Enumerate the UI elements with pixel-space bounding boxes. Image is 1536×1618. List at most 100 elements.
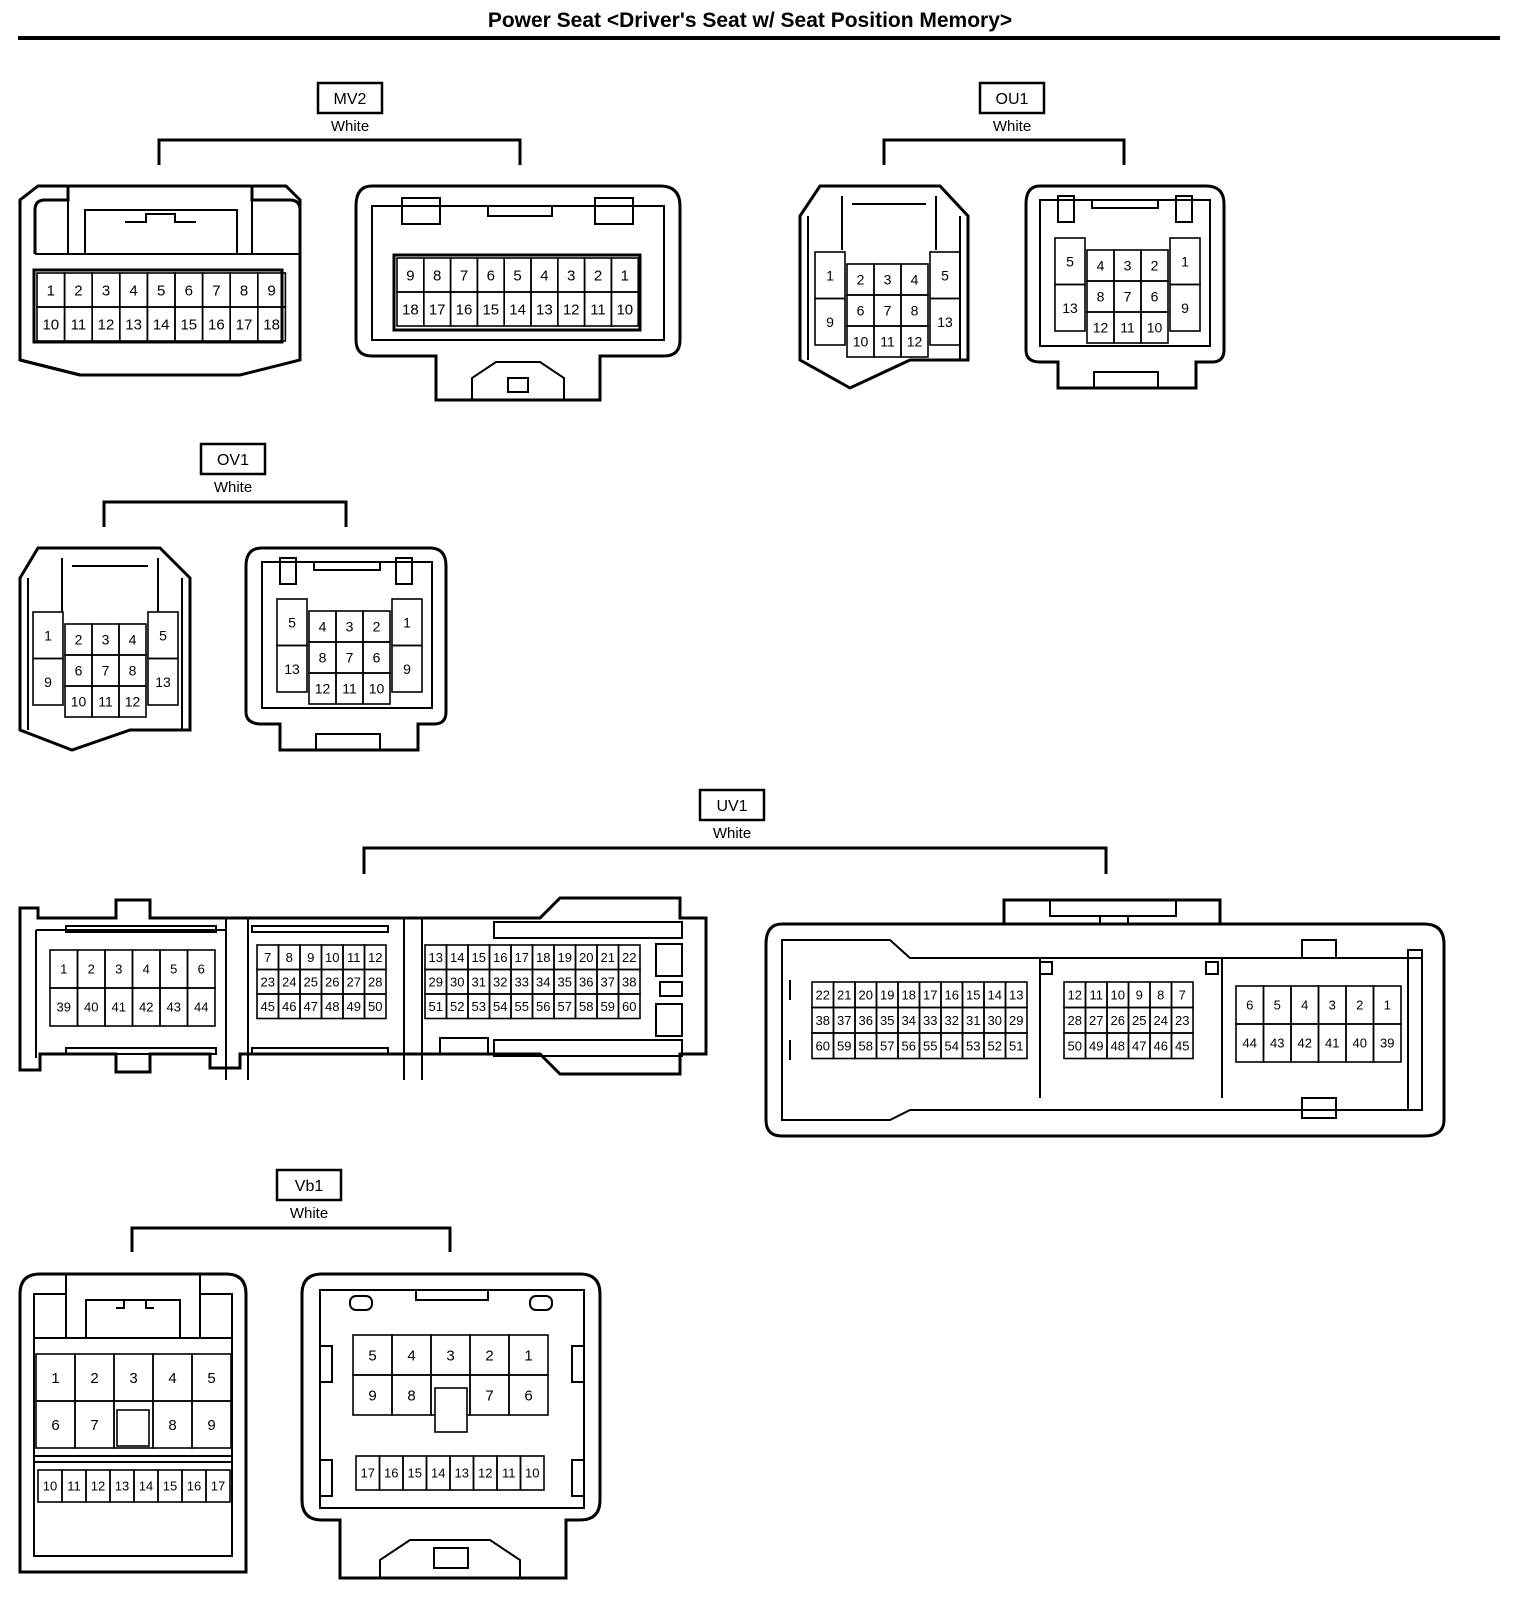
pin-number: 10 — [525, 1466, 539, 1481]
pin-number: 7 — [90, 1417, 98, 1434]
pin-number: 18 — [536, 950, 550, 965]
pin-number: 12 — [907, 334, 923, 350]
pin-number: 16 — [456, 301, 473, 318]
pin-number: 4 — [143, 962, 150, 977]
pin-number: 18 — [263, 316, 280, 333]
pin-number: 7 — [485, 1387, 493, 1404]
pin-number: 37 — [601, 974, 615, 989]
pin-number: 32 — [945, 1013, 959, 1028]
pin-number: 8 — [240, 282, 248, 299]
pin-number: 11 — [342, 681, 357, 697]
pin-number: 12 — [315, 681, 331, 697]
pin-cell — [1170, 1032, 1194, 1060]
pin-number: 4 — [1097, 258, 1105, 274]
pin-number: 2 — [90, 1370, 98, 1387]
pin-number: 2 — [373, 619, 381, 635]
pin-number: 57 — [558, 999, 572, 1014]
connector-code: OV1 — [217, 452, 249, 469]
pin-cell — [1004, 1032, 1028, 1060]
connector-code-box — [316, 81, 384, 115]
pin-number: 11 — [98, 694, 113, 710]
pin-number: 5 — [368, 1347, 376, 1364]
pin-number: 9 — [403, 661, 411, 677]
pin-number: 8 — [1097, 289, 1105, 305]
pin-number: 12 — [98, 316, 115, 333]
page-title: Power Seat <Driver's Seat w/ Seat Positi… — [487, 9, 1013, 32]
pin-number: 17 — [923, 987, 937, 1002]
pin-number: 30 — [988, 1013, 1002, 1028]
pin-number: 1 — [524, 1347, 532, 1364]
pin-number: 1 — [1384, 998, 1391, 1013]
pin-number: 15 — [472, 950, 486, 965]
pin-number: 58 — [579, 999, 593, 1014]
pin-number: 24 — [282, 974, 296, 989]
pin-number: 25 — [1132, 1013, 1146, 1028]
pin-number: 13 — [937, 314, 953, 330]
pin-cell — [1372, 1023, 1402, 1063]
pin-number: 45 — [261, 999, 275, 1014]
pin-number: 3 — [567, 267, 575, 284]
pin-number: 6 — [1246, 998, 1253, 1013]
pin-number: 53 — [966, 1038, 980, 1053]
pin-number: 6 — [1151, 289, 1159, 305]
pin-number: 12 — [1068, 987, 1082, 1002]
pin-number: 25 — [304, 974, 318, 989]
pin-number: 23 — [1175, 1013, 1189, 1028]
pin-number: 2 — [88, 962, 95, 977]
connector-code-box — [698, 788, 766, 822]
pin-number: 5 — [170, 962, 177, 977]
pin-number: 10 — [43, 1479, 57, 1494]
pin-number: 13 — [429, 950, 443, 965]
pin-number: 3 — [102, 632, 110, 648]
pin-number: 40 — [84, 1000, 98, 1015]
pin-number: 13 — [284, 661, 300, 677]
pin-number: 8 — [319, 650, 327, 666]
pin-number: 55 — [515, 999, 529, 1014]
pin-number: 20 — [579, 950, 593, 965]
pin-number: 10 — [369, 681, 385, 697]
pin-number: 12 — [1093, 320, 1109, 336]
pin-cell — [391, 644, 423, 693]
connector-housing-left — [18, 1272, 248, 1574]
pin-number: 9 — [406, 267, 414, 284]
pin-number: 1 — [1181, 253, 1189, 269]
connector-color: White — [713, 825, 751, 842]
pin-number: 59 — [601, 999, 615, 1014]
pin-number: 33 — [923, 1013, 937, 1028]
pin-number: 2 — [485, 1347, 493, 1364]
pin-number: 38 — [816, 1013, 830, 1028]
pin-number: 8 — [433, 267, 441, 284]
pin-number: 10 — [1147, 320, 1163, 336]
pin-number: 9 — [826, 314, 834, 330]
pin-number: 11 — [590, 301, 606, 318]
pin-number: 53 — [472, 999, 486, 1014]
pin-number: 3 — [1329, 998, 1336, 1013]
pin-number: 4 — [319, 619, 327, 635]
pin-number: 35 — [558, 974, 572, 989]
pin-number: 16 — [187, 1479, 201, 1494]
pin-number: 28 — [1068, 1013, 1082, 1028]
bracket — [102, 500, 348, 527]
pin-number: 10 — [71, 694, 87, 710]
connector-code-box — [978, 81, 1046, 115]
pin-number: 54 — [493, 999, 507, 1014]
pin-number: 60 — [816, 1038, 830, 1053]
pin-number: 4 — [407, 1347, 415, 1364]
connector-code: UV1 — [716, 798, 747, 815]
title-rule — [18, 36, 1500, 40]
pin-number: 5 — [513, 267, 521, 284]
pin-number: 3 — [115, 962, 122, 977]
pin-number: 3 — [446, 1347, 454, 1364]
pin-number: 2 — [1356, 998, 1363, 1013]
pin-number: 44 — [194, 1000, 208, 1015]
